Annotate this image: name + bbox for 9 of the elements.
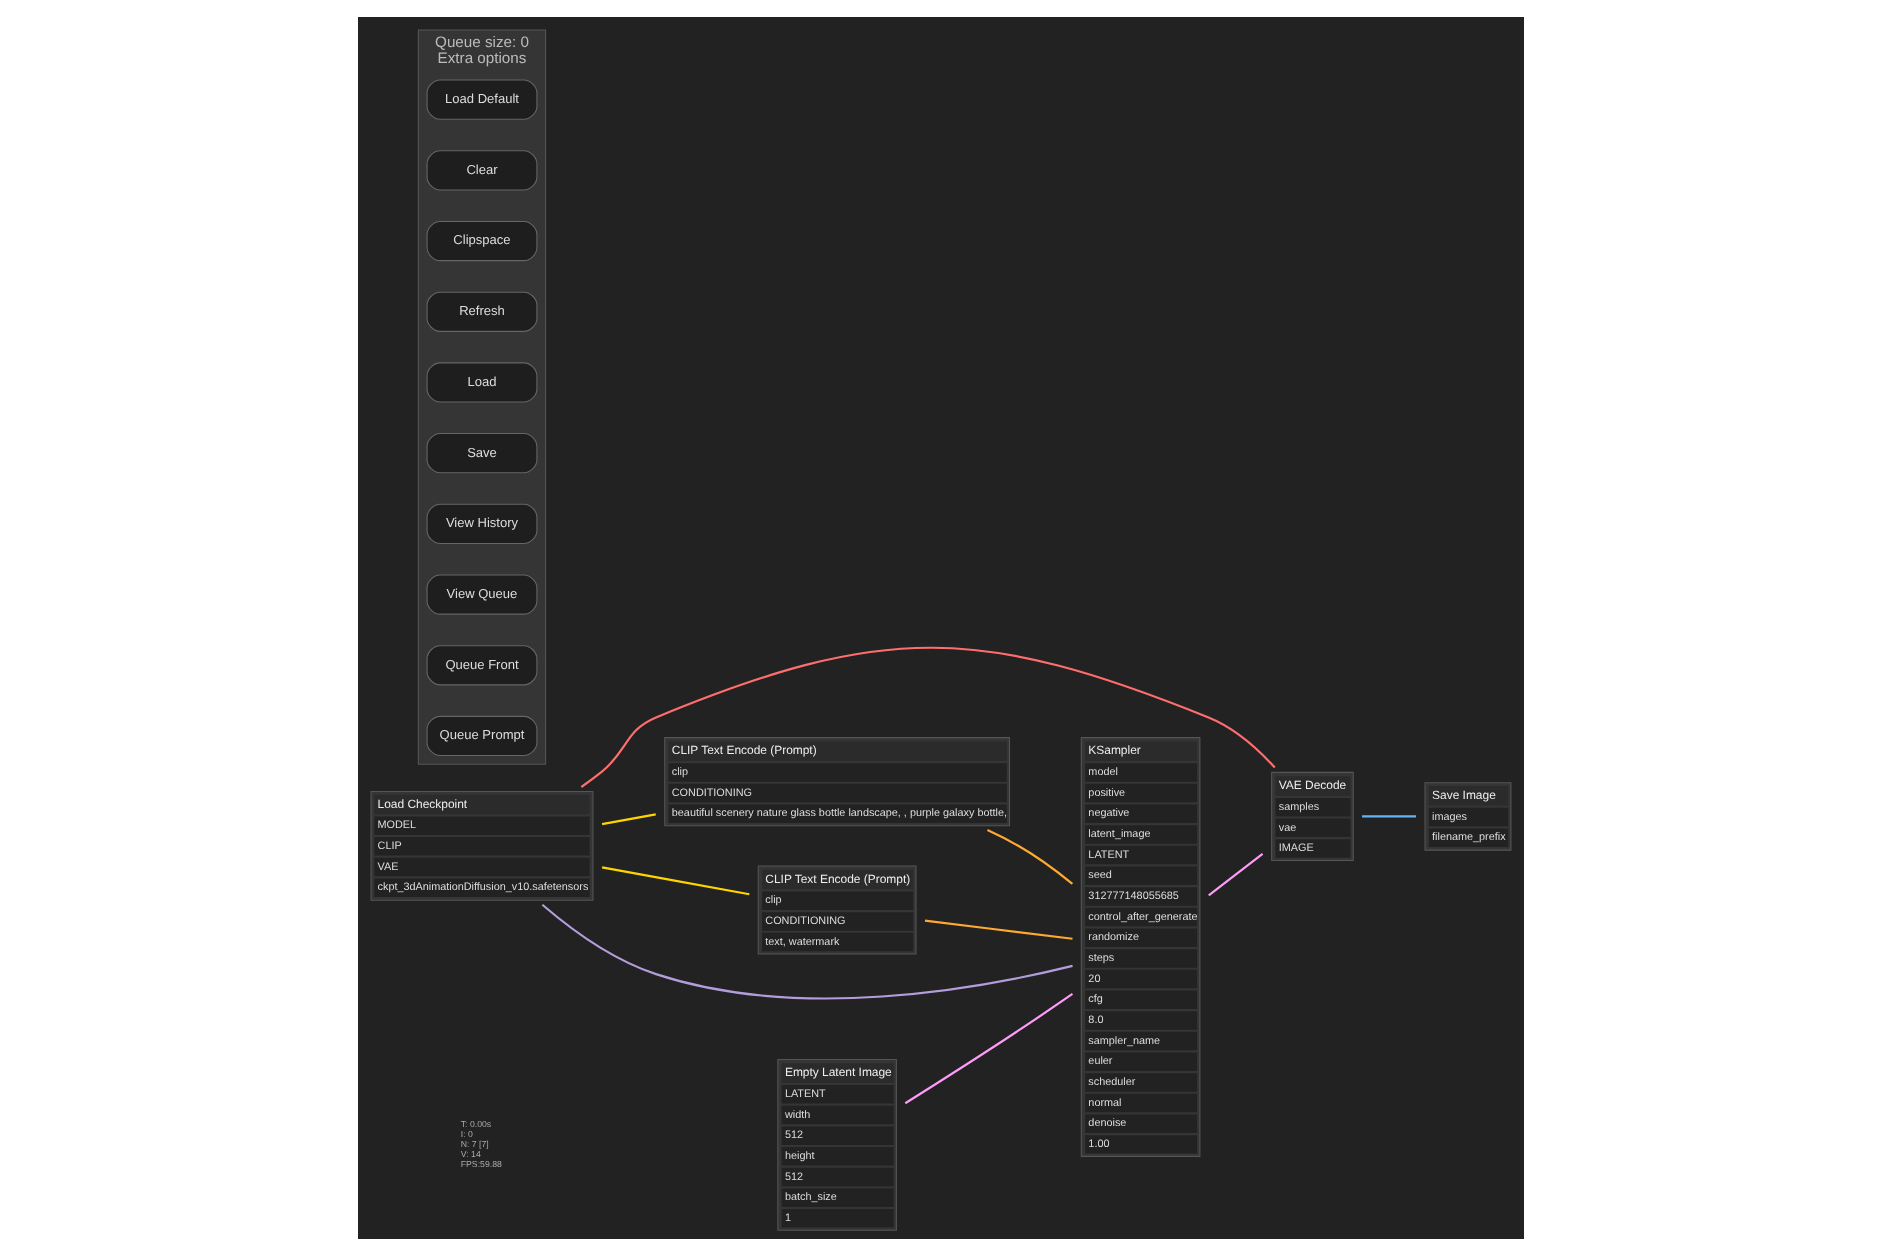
connector — [579, 646, 1275, 788]
connector — [1361, 815, 1416, 818]
connector — [600, 813, 655, 826]
connector — [923, 919, 1072, 940]
connector — [540, 903, 1072, 1000]
connector — [903, 993, 1073, 1105]
connector — [600, 866, 749, 896]
connector — [986, 829, 1073, 885]
connector — [1207, 853, 1263, 897]
